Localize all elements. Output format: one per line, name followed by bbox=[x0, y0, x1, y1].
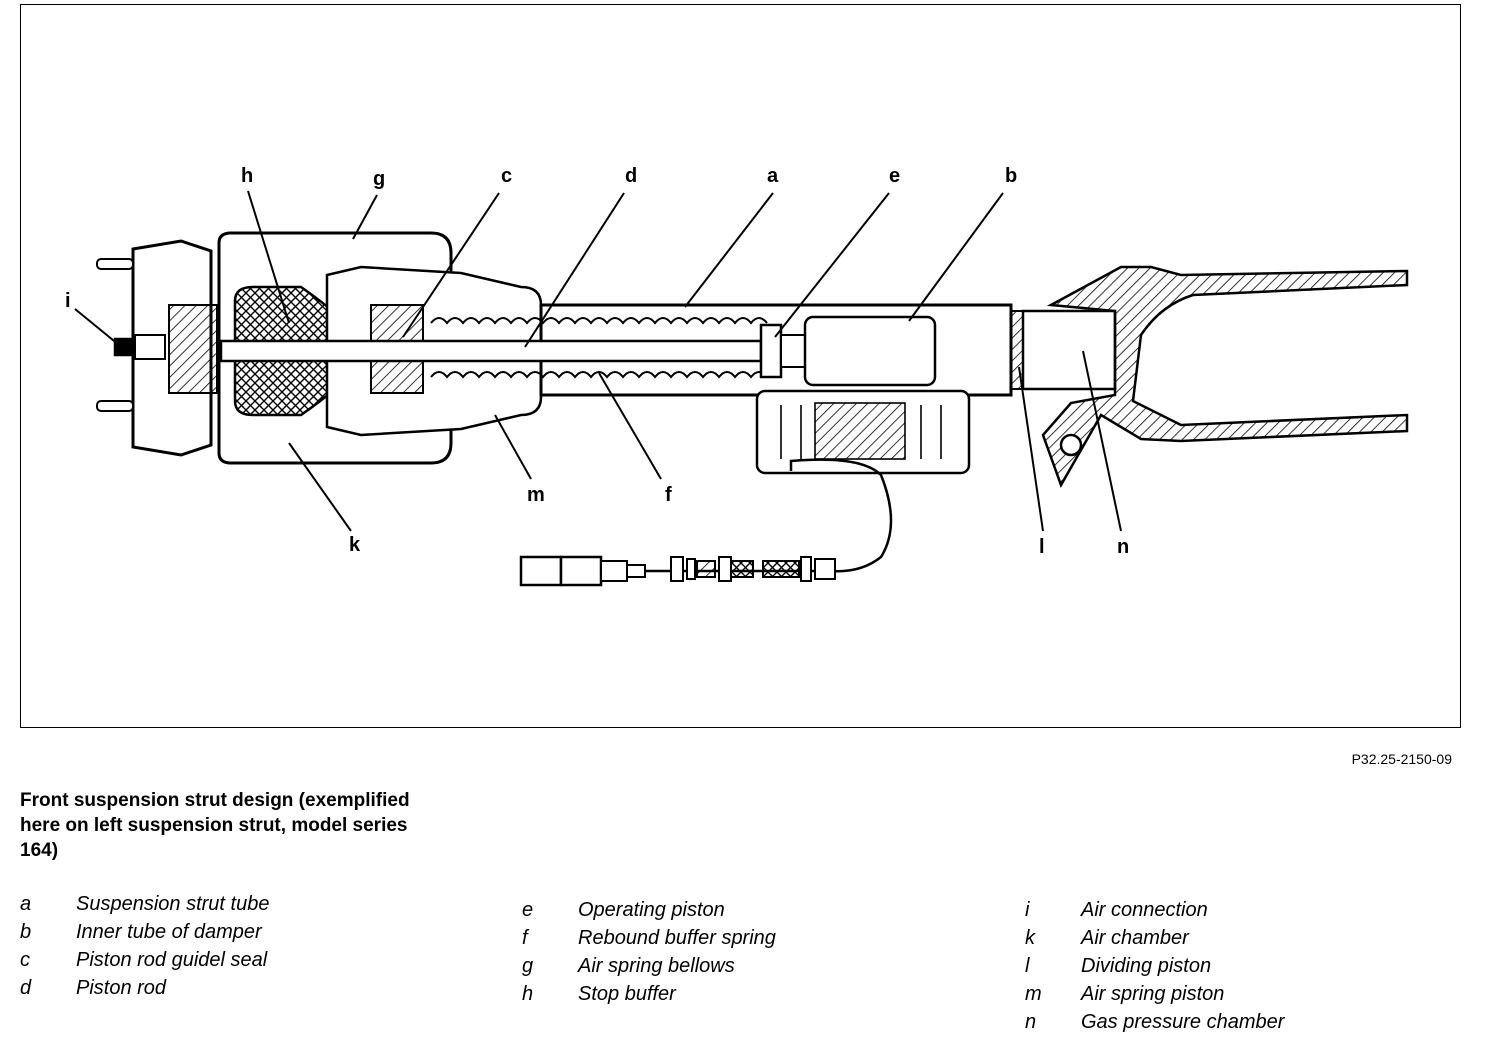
callout-h: h bbox=[241, 165, 253, 187]
legend-key: b bbox=[20, 921, 32, 943]
legend-label: Suspension strut tube bbox=[76, 893, 270, 915]
legend-key: g bbox=[522, 955, 534, 977]
valve-block-internals bbox=[780, 402, 942, 460]
fork-bolt bbox=[1059, 433, 1083, 457]
legend-label: Stop buffer bbox=[578, 983, 676, 1005]
legend-key: a bbox=[20, 893, 32, 915]
strut-diagram: h g c d a e b i k m f l n bbox=[65, 165, 1409, 587]
callout-i: i bbox=[65, 290, 71, 312]
callout-g: g bbox=[373, 168, 385, 190]
strut-drawing bbox=[96, 231, 1409, 587]
legend-label: Air spring bellows bbox=[578, 955, 735, 977]
leader-e bbox=[774, 192, 890, 338]
legend-item: d Piston rod bbox=[20, 974, 440, 1002]
connector-pin-sleeve bbox=[600, 560, 628, 582]
legend-key: c bbox=[20, 949, 30, 971]
leader-b bbox=[908, 192, 1004, 322]
leader-g bbox=[352, 194, 378, 240]
legend-item: k Air chamber bbox=[1025, 924, 1465, 952]
legend-item: l Dividing piston bbox=[1025, 952, 1465, 980]
leader-f bbox=[598, 372, 662, 480]
rebound-buffer-spring bbox=[430, 317, 768, 379]
connector-pin bbox=[626, 564, 646, 578]
legend-label: Operating piston bbox=[578, 899, 725, 921]
legend-label: Air chamber bbox=[1081, 927, 1189, 949]
gas-pressure-chamber bbox=[1021, 309, 1117, 391]
legend-item: b Inner tube of damper bbox=[20, 918, 440, 946]
callout-f: f bbox=[665, 484, 672, 506]
legend-key: m bbox=[1025, 983, 1042, 1005]
callout-c: c bbox=[501, 165, 512, 187]
legend-item: n Gas pressure chamber bbox=[1025, 1008, 1465, 1036]
leader-i bbox=[74, 308, 120, 346]
legend-label: Piston rod guidel seal bbox=[76, 949, 268, 971]
legend-key: i bbox=[1025, 899, 1030, 921]
mount-stud-bottom bbox=[96, 400, 134, 412]
legend-label: Dividing piston bbox=[1081, 955, 1212, 977]
top-mount-housing bbox=[131, 239, 213, 457]
leader-a bbox=[684, 192, 774, 308]
callout-n: n bbox=[1117, 536, 1129, 558]
diagram-frame: h g c d a e b i k m f l n bbox=[20, 4, 1461, 728]
legend-label: Rebound buffer spring bbox=[578, 927, 776, 949]
leader-k bbox=[288, 442, 352, 532]
leader-h bbox=[247, 190, 290, 324]
legend-key: e bbox=[522, 899, 534, 921]
figure-id: P32.25-2150-09 bbox=[1351, 751, 1452, 767]
legend-label: Inner tube of damper bbox=[76, 921, 262, 943]
air-connection-nut bbox=[134, 334, 166, 360]
callout-e: e bbox=[889, 165, 900, 187]
legend-item: i Air connection bbox=[1025, 896, 1465, 924]
legend-key: d bbox=[20, 977, 32, 999]
callout-k: k bbox=[349, 534, 361, 556]
legend-key: n bbox=[1025, 1011, 1037, 1033]
legend-label: Gas pressure chamber bbox=[1081, 1011, 1285, 1033]
connector-plug-front bbox=[559, 555, 603, 587]
callout-a: a bbox=[767, 165, 779, 187]
legend-key: k bbox=[1025, 927, 1035, 949]
legend-column-3: i Air connection k Air chamber l Dividin… bbox=[1025, 896, 1465, 1036]
legend-item: g Air spring bellows bbox=[522, 952, 942, 980]
legend-item: a Suspension strut tube bbox=[20, 890, 440, 918]
cable-grommet bbox=[670, 556, 836, 582]
leader-n bbox=[1082, 350, 1122, 532]
sensor-cable bbox=[521, 458, 893, 573]
legend-item: f Rebound buffer spring bbox=[522, 924, 942, 952]
operating-piston-nut bbox=[780, 334, 806, 368]
top-mount-inner bbox=[168, 304, 218, 394]
callout-l-bottom: l bbox=[1039, 536, 1045, 558]
legend-label: Piston rod bbox=[76, 977, 167, 999]
mount-stud-top bbox=[96, 258, 134, 270]
legend-item: c Piston rod guidel seal bbox=[20, 946, 440, 974]
legend-label: Air connection bbox=[1081, 899, 1208, 921]
callout-m: m bbox=[527, 484, 545, 506]
legend-key: f bbox=[522, 927, 528, 949]
legend-key: h bbox=[522, 983, 534, 1005]
callout-d: d bbox=[625, 165, 637, 187]
legend-item: h Stop buffer bbox=[522, 980, 942, 1008]
legend-key: l bbox=[1025, 955, 1030, 977]
legend-label: Air spring piston bbox=[1081, 983, 1225, 1005]
legend-column-1: a Suspension strut tube b Inner tube of … bbox=[20, 890, 440, 1002]
lower-fork bbox=[1041, 265, 1409, 488]
legend-item: e Operating piston bbox=[522, 896, 942, 924]
air-spring-bellows bbox=[217, 231, 453, 465]
leader-m bbox=[494, 414, 532, 480]
inner-tube-of-damper bbox=[803, 315, 937, 387]
leader-c bbox=[402, 192, 500, 338]
air-connection bbox=[113, 337, 137, 357]
piston-rod bbox=[219, 339, 763, 363]
legend-column-2: e Operating piston f Rebound buffer spri… bbox=[522, 896, 942, 1008]
figure-caption: Front suspension strut design (exemplifi… bbox=[20, 790, 410, 861]
leader-l-bottom bbox=[1018, 366, 1044, 532]
callout-b: b bbox=[1005, 165, 1017, 187]
connector-plug-rear bbox=[519, 555, 563, 587]
legend-item: m Air spring piston bbox=[1025, 980, 1465, 1008]
leader-d bbox=[524, 192, 625, 348]
leader-lines bbox=[74, 190, 1122, 532]
